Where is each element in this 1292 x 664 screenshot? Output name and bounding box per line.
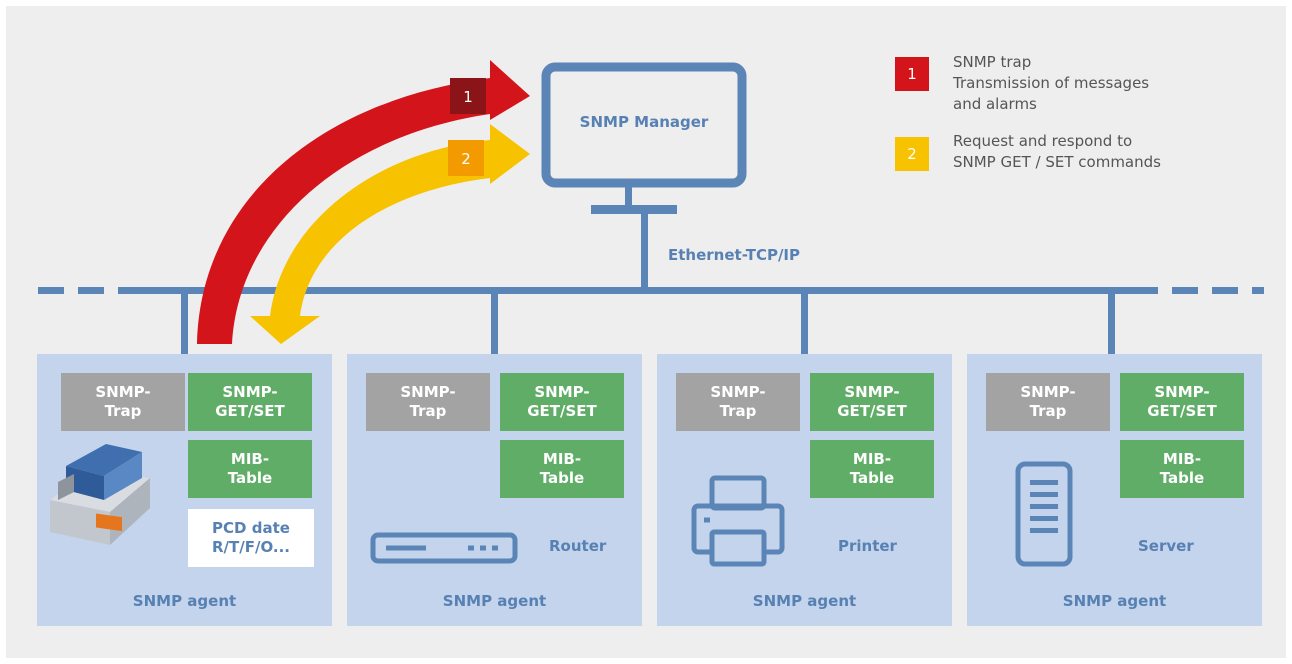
router-icon [370,532,518,564]
snmp-getset-tile: SNMP- GET/SET [810,373,934,431]
network-label: Ethernet-TCP/IP [668,246,800,264]
snmp-trap-tile: SNMP- Trap [676,373,800,431]
legend-badge-1: 1 [895,57,929,91]
snmp-getset-tile: SNMP- GET/SET [1120,373,1244,431]
mib-table-tile: MIB- Table [500,440,624,498]
device-label-server: Server [1138,537,1194,555]
agent-label: SNMP agent [752,592,857,610]
getset-arrow-number: 2 [461,150,471,168]
printer-icon [691,475,785,567]
snmp-trap-tile: SNMP- Trap [366,373,490,431]
ethernet-bus [38,186,1264,354]
legend-text-2: Request and respond to SNMP GET / SET co… [953,132,1161,171]
pcd-controller-icon [50,444,150,545]
legend-text-1: SNMP trap Transmission of messages and a… [953,53,1150,113]
legend-badge-2: 2 [895,137,929,171]
server-icon [1015,461,1073,567]
snmp-getset-tile: SNMP- GET/SET [188,373,312,431]
snmp-trap-tile: SNMP- Trap [61,373,185,431]
agent-label: SNMP agent [442,592,547,610]
snmp-manager-label: SNMP Manager [579,113,709,131]
snmp-getset-tile: SNMP- GET/SET [500,373,624,431]
agent-box-plc: SNMP- Trap SNMP- GET/SET MIB- Table PCD … [37,354,332,626]
pcd-data-tile: PCD date R/T/F/O... [188,509,314,567]
snmp-trap-tile: SNMP- Trap [986,373,1110,431]
mib-table-tile: MIB- Table [1120,440,1244,498]
trap-arrow-number: 1 [463,88,473,106]
device-label-router: Router [549,537,607,555]
agent-box-router: SNMP- Trap SNMP- GET/SET MIB- Table Rout… [347,354,642,626]
monitor-icon [541,62,747,188]
agent-label: SNMP agent [1062,592,1167,610]
mib-table-tile: MIB- Table [810,440,934,498]
getset-arrow [250,124,530,344]
mib-table-tile: MIB- Table [188,440,312,498]
agent-label: SNMP agent [132,592,237,610]
trap-arrow [197,60,530,344]
device-label-printer: Printer [838,537,897,555]
agent-box-printer: SNMP- Trap SNMP- GET/SET MIB- Table Prin… [657,354,952,626]
